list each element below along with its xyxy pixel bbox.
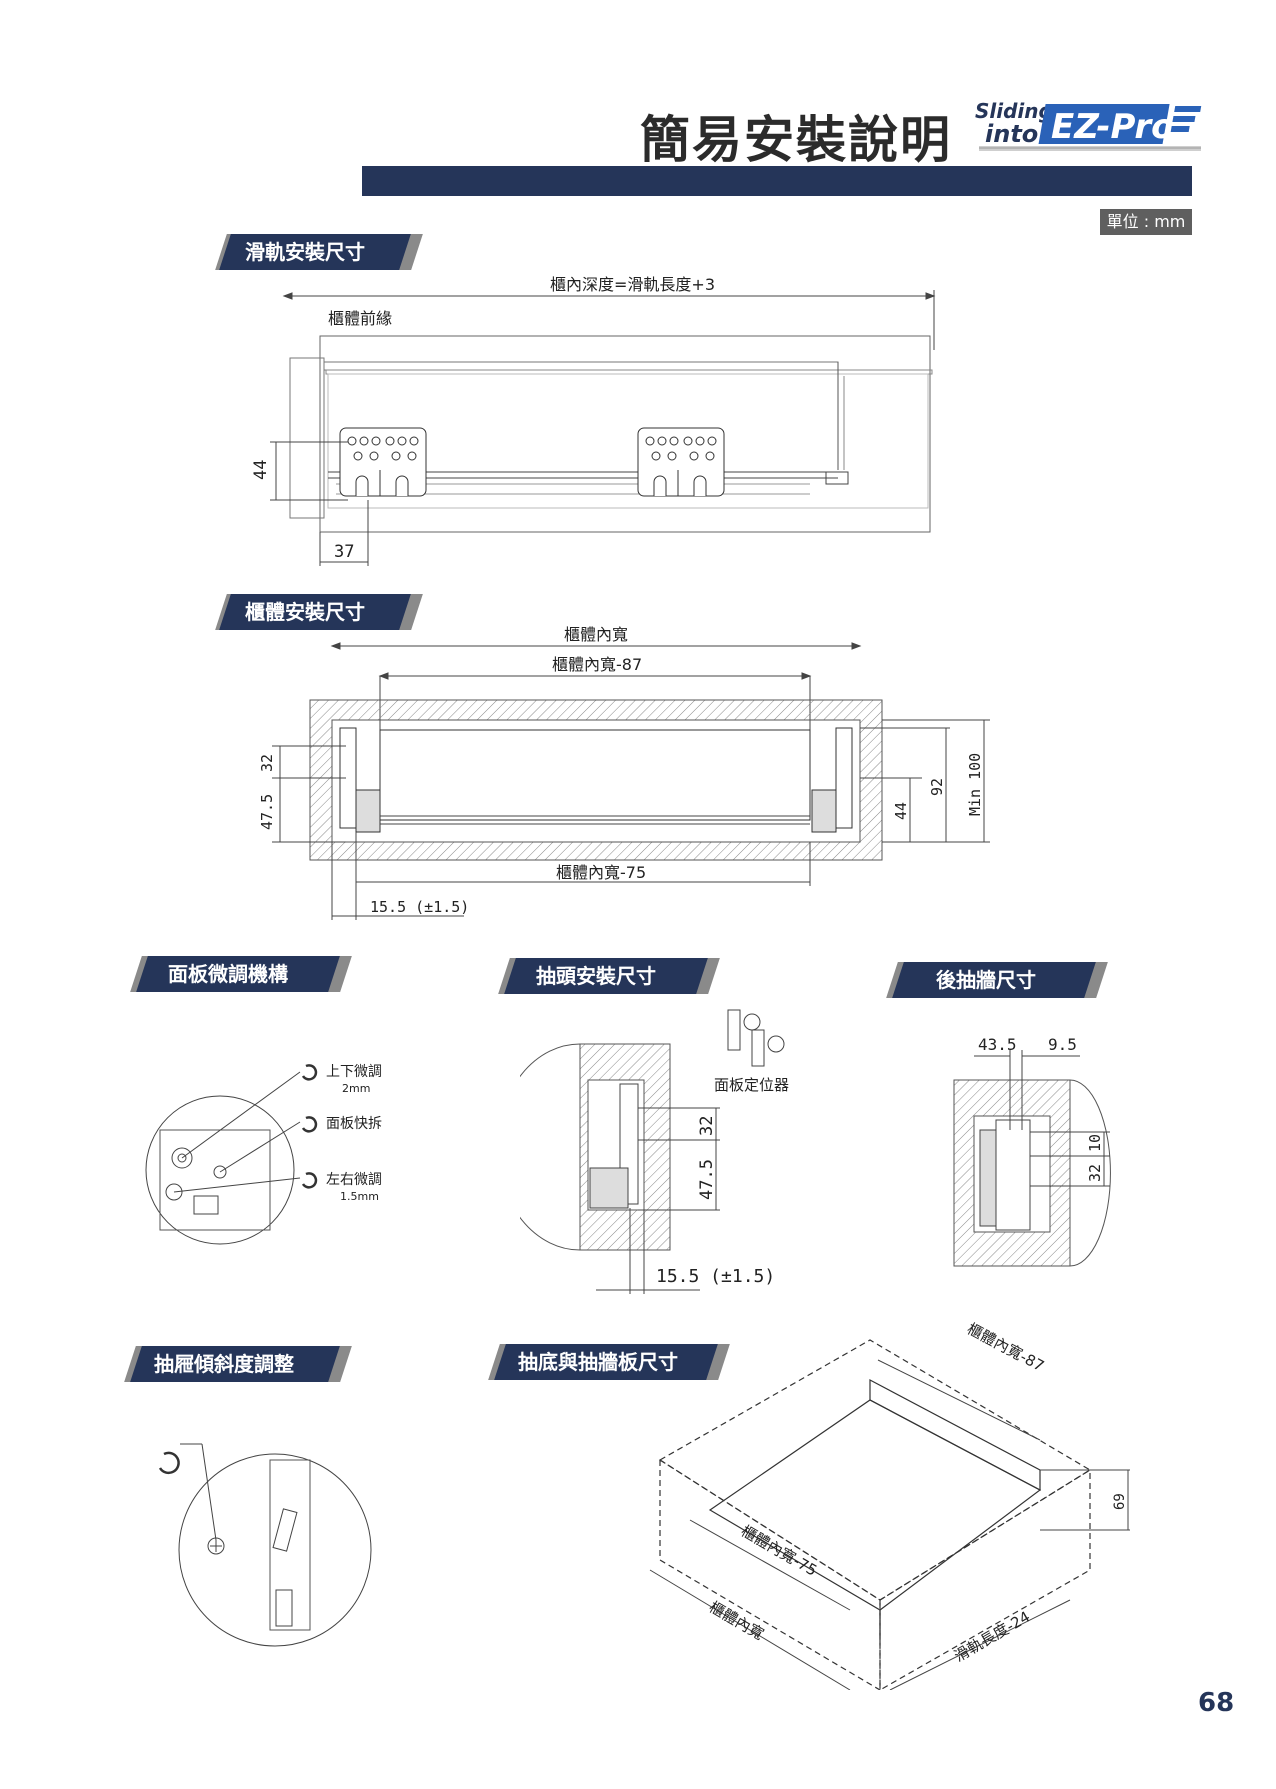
rail-depth-label: 櫃內深度=滑軌長度+3 (550, 275, 715, 294)
unit-badge: 單位 : mm (1100, 209, 1192, 235)
bottom-inner-label: 櫃體內寬 (706, 1598, 767, 1644)
front-install-drawing: 面板定位器 32 47.5 15.5 (±1.5) (520, 1009, 789, 1294)
tilt-adjustment-drawing (158, 1443, 372, 1647)
bottom-dim-69: 69 (1112, 1493, 1128, 1510)
section-title-back: 後抽牆尺寸 (936, 968, 1036, 992)
front-dim-155: 15.5 (±1.5) (656, 1266, 775, 1287)
cabinet-dim-92: 92 (928, 778, 946, 796)
cabinet-dim-44: 44 (892, 802, 910, 820)
cabinet-dim-32: 32 (258, 754, 276, 772)
page-title: 簡易安裝說明 (640, 111, 952, 169)
rail-front-label: 櫃體前緣 (328, 309, 392, 328)
ezpro-logo: Sliding into EZ-Pro (975, 99, 1202, 151)
section-header-tilt: 抽屜傾斜度調整 (124, 1346, 352, 1382)
logo-ezpro: EZ-Pro (1051, 107, 1175, 147)
front-dim-32: 32 (697, 1116, 717, 1136)
section-title-bottom: 抽底與抽牆板尺寸 (518, 1350, 678, 1374)
rail-installation-drawing: 櫃內深度=滑軌長度+3 櫃體前緣 44 37 (251, 275, 936, 566)
back-dim-10: 10 (1086, 1134, 1104, 1152)
back-dim-435: 43.5 (978, 1035, 1017, 1054)
section-title-panel: 面板微調機構 (168, 962, 288, 986)
rotate-icon (158, 1451, 180, 1475)
adj-quick-release-label: 面板快拆 (326, 1116, 382, 1132)
cabinet-dim-475: 47.5 (258, 794, 276, 830)
cabinet-dim-min100: Min 100 (966, 753, 984, 816)
adj-leftright-label: 左右微調 (326, 1172, 382, 1188)
logo-sliding: Sliding (975, 99, 1053, 123)
section-title-front: 抽頭安裝尺寸 (536, 964, 656, 988)
front-dim-475: 47.5 (697, 1159, 717, 1200)
back-wall-drawing: 43.5 9.5 10 32 (953, 1035, 1111, 1267)
logo-into: into (985, 120, 1038, 148)
bottom-rail-label: 滑軌長度-24 (951, 1608, 1033, 1666)
header-bar (362, 166, 1192, 196)
cabinet-minus87-label: 櫃體內寬-87 (552, 655, 642, 674)
cabinet-dim-155: 15.5 (±1.5) (370, 898, 469, 916)
positioner-label: 面板定位器 (714, 1076, 789, 1094)
page-number: 68 (1198, 1688, 1235, 1718)
cabinet-installation-drawing: 櫃體內寬 櫃體內寬-87 櫃體內寬-75 32 47.5 44 92 Min 1… (258, 625, 990, 920)
rail-dim-37: 37 (334, 542, 354, 562)
section-title-rail: 滑軌安裝尺寸 (245, 240, 365, 264)
section-header-rail: 滑軌安裝尺寸 (215, 234, 423, 270)
section-header-front: 抽頭安裝尺寸 (498, 958, 720, 994)
bottom-wall-drawing: 櫃體內寬-87 69 櫃體內寬-75 櫃體內寬 滑軌長度-24 (649, 1320, 1130, 1690)
adj-updown-sub: 2mm (342, 1082, 370, 1095)
section-header-cabinet: 櫃體安裝尺寸 (215, 594, 423, 630)
section-header-back: 後抽牆尺寸 (886, 962, 1108, 998)
bottom-minus87-label: 櫃體內寬-87 (964, 1320, 1047, 1376)
section-title-tilt: 抽屜傾斜度調整 (154, 1352, 294, 1376)
cabinet-inner-label: 櫃體內寬 (564, 625, 628, 644)
panel-adjustment-drawing: 上下微調 2mm 面板快拆 左右微調 1.5mm (145, 1064, 382, 1245)
rail-dim-44: 44 (251, 460, 271, 480)
cabinet-minus75-label: 櫃體內寬-75 (556, 863, 646, 882)
section-header-bottom: 抽底與抽牆板尺寸 (488, 1344, 730, 1380)
back-dim-95: 9.5 (1048, 1035, 1077, 1054)
section-header-panel: 面板微調機構 (130, 956, 352, 992)
bottom-minus75-label: 櫃體內寬-75 (738, 1522, 820, 1580)
adj-updown-label: 上下微調 (326, 1064, 382, 1080)
back-dim-32: 32 (1086, 1164, 1104, 1182)
adj-leftright-sub: 1.5mm (340, 1190, 379, 1203)
section-title-cabinet: 櫃體安裝尺寸 (245, 600, 365, 624)
